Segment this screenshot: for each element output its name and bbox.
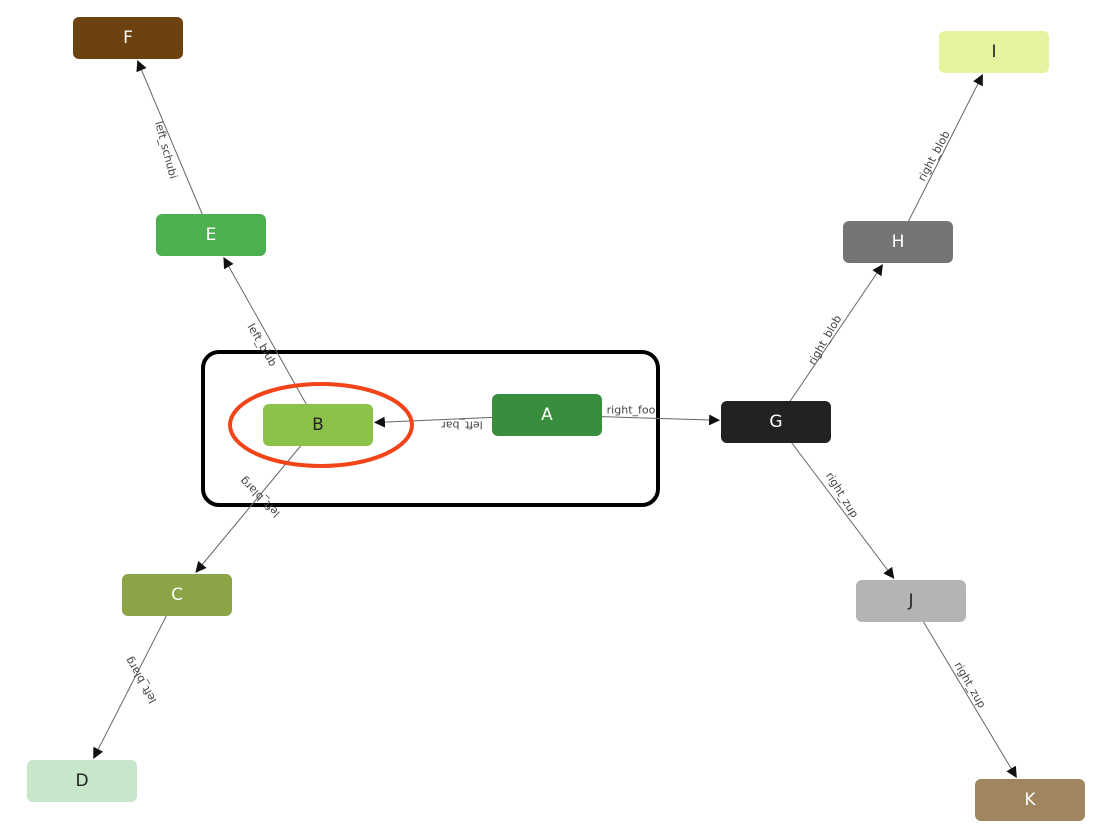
node-i-box: [939, 31, 1049, 73]
node-c[interactable]: C: [122, 574, 232, 616]
edge-c-to-d[interactable]: [93, 611, 169, 759]
node-i[interactable]: I: [939, 31, 1049, 73]
edge-label-a-g: right_foo: [607, 404, 656, 417]
node-j[interactable]: J: [856, 580, 966, 622]
node-e-label: E: [206, 225, 217, 245]
node-f-label: F: [123, 28, 133, 48]
node-h-label: H: [892, 232, 905, 252]
edge-h-to-i[interactable]: [906, 74, 983, 226]
node-a-label: A: [541, 405, 553, 425]
node-b[interactable]: B: [263, 404, 373, 446]
edge-b-to-e[interactable]: [223, 257, 309, 409]
node-c-label: C: [171, 585, 183, 605]
edge-label-c-d: left_blarg: [123, 654, 160, 705]
edge-label-j-k: right_zup: [952, 660, 989, 711]
node-h-box: [843, 221, 953, 263]
node-j-box: [856, 580, 966, 622]
node-e-box: [156, 214, 266, 256]
node-a[interactable]: A: [492, 394, 602, 436]
node-a-box: [492, 394, 602, 436]
node-b-label: B: [312, 415, 324, 435]
node-f[interactable]: F: [73, 17, 183, 59]
edge-a-to-g[interactable]: [597, 414, 721, 426]
edge-label-g-j: right_zup: [823, 470, 861, 520]
node-j-label: J: [907, 591, 913, 611]
edge-label-b-e: left_blub: [245, 321, 280, 368]
highlight-ellipse-b: [228, 382, 414, 468]
edge-g-to-h[interactable]: [787, 264, 884, 406]
edge-label-e-f: left_schubi: [152, 120, 180, 180]
node-i-label: I: [991, 42, 996, 62]
node-b-box: [263, 404, 373, 446]
node-g[interactable]: G: [721, 401, 831, 443]
node-c-box: [122, 574, 232, 616]
node-d[interactable]: D: [27, 760, 137, 802]
node-h[interactable]: H: [843, 221, 953, 263]
node-d-label: D: [75, 771, 88, 791]
edge-label-b-c: left_blarg: [237, 474, 283, 520]
edge-label-a-b: left_bar: [441, 419, 483, 432]
node-e[interactable]: E: [156, 214, 266, 256]
edge-a-to-b[interactable]: [373, 416, 497, 428]
edge-label-h-i: right_blob: [915, 129, 952, 184]
group-frame-a-b: [201, 350, 660, 507]
edge-label-g-h: right_blob: [806, 313, 845, 367]
node-k[interactable]: K: [975, 779, 1085, 821]
node-d-box: [27, 760, 137, 802]
node-f-box: [73, 17, 183, 59]
node-g-label: G: [769, 412, 782, 432]
edge-j-to-k[interactable]: [920, 617, 1017, 778]
edge-g-to-j[interactable]: [788, 438, 895, 579]
node-k-label: K: [1024, 790, 1036, 810]
node-k-box: [975, 779, 1085, 821]
edge-e-to-f[interactable]: [136, 59, 205, 219]
node-g-box: [721, 401, 831, 443]
